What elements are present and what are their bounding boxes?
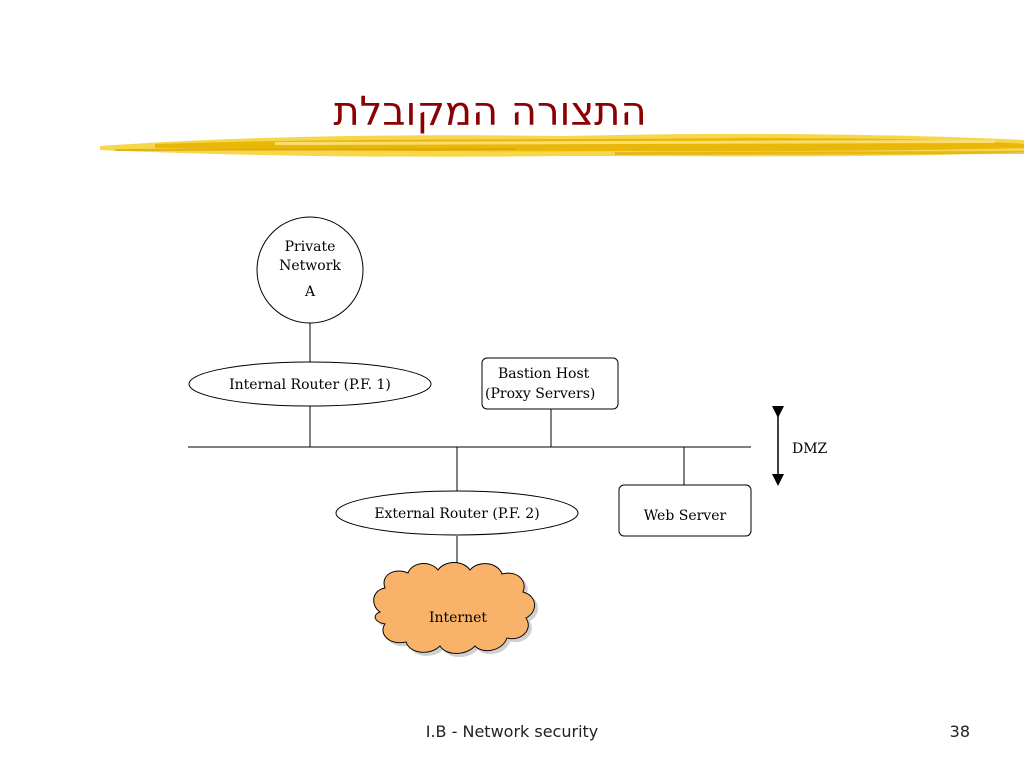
dmz-indicator: DMZ: [772, 406, 828, 486]
private-network-label-3: A: [304, 284, 316, 300]
private-network-label-1: Private: [285, 239, 336, 255]
title-underline-brush: [100, 133, 1024, 157]
private-network-node: Private Network A: [256, 216, 364, 324]
slide-title: התצורה המקובלת: [333, 89, 647, 135]
internal-router-label: Internal Router (P.F. 1): [229, 377, 391, 393]
web-server-label: Web Server: [644, 508, 727, 524]
connector-lines: [188, 317, 751, 585]
footer-text: I.B - Network security: [425, 722, 599, 741]
internal-router-node: Internal Router (P.F. 1): [188, 361, 432, 407]
dmz-label: DMZ: [792, 441, 828, 457]
external-router-node: External Router (P.F. 2): [335, 490, 579, 536]
internet-cloud-node: Internet: [373, 562, 536, 654]
page-number: 38: [949, 722, 970, 741]
private-network-label-2: Network: [279, 258, 341, 274]
internet-cloud-shape: [373, 562, 536, 654]
internet-label: Internet: [429, 610, 487, 626]
bastion-host-label-2: (Proxy Servers): [485, 386, 595, 402]
external-router-label: External Router (P.F. 2): [374, 506, 539, 522]
web-server-node: Web Server: [618, 484, 752, 537]
network-diagram: Private Network A Internal Router (P.F. …: [188, 216, 828, 654]
bastion-host-label-1: Bastion Host: [498, 366, 590, 382]
bastion-host-node: Bastion Host (Proxy Servers): [481, 357, 619, 410]
